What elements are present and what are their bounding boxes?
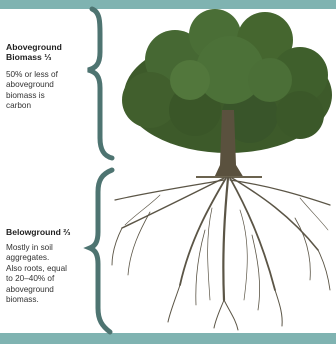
- aboveground-brace: [88, 9, 112, 158]
- tree-roots: [112, 178, 330, 330]
- belowground-brace: [90, 170, 112, 332]
